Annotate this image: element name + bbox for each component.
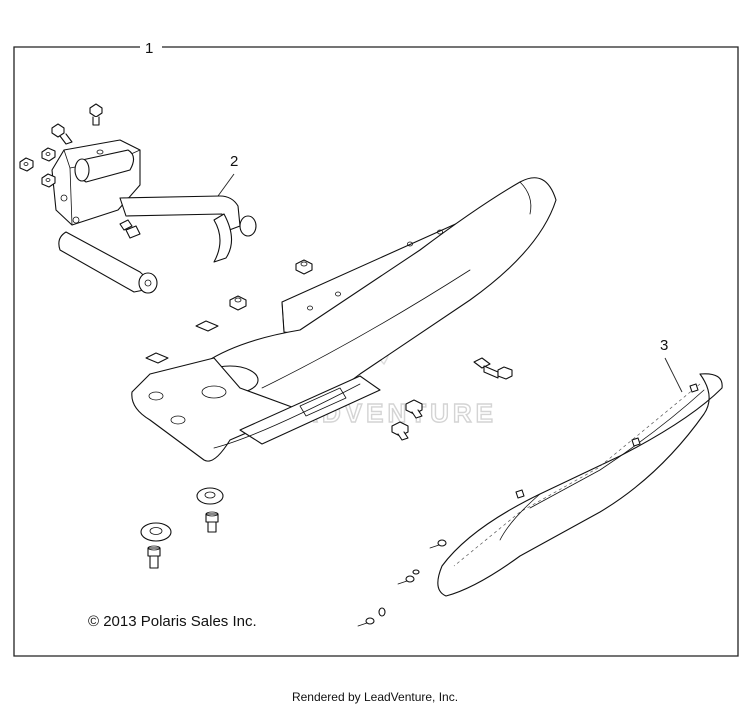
leader-line-2 — [217, 173, 235, 197]
hardware-lower-left[interactable] — [140, 487, 224, 569]
hardware-bolts-top[interactable] — [19, 103, 103, 188]
bracket-assembly[interactable] — [51, 139, 257, 294]
copyright-text: © 2013 Polaris Sales Inc. — [88, 613, 257, 630]
assembly-frame — [13, 46, 739, 657]
callout-2[interactable]: 2 — [230, 153, 238, 170]
leader-line-3 — [664, 357, 683, 393]
bolt-small — [119, 219, 141, 239]
bumper-frame[interactable] — [131, 177, 557, 462]
callout-3[interactable]: 3 — [660, 337, 668, 354]
rendered-by-footer: Rendered by LeadVenture, Inc. — [291, 690, 459, 704]
hardware-cover-screws[interactable] — [357, 539, 447, 627]
hardware-grommets[interactable] — [145, 259, 313, 364]
callout-1[interactable]: 1 — [145, 40, 153, 57]
hardware-bolts-right[interactable] — [391, 357, 513, 441]
bumper-cover[interactable] — [437, 373, 723, 597]
